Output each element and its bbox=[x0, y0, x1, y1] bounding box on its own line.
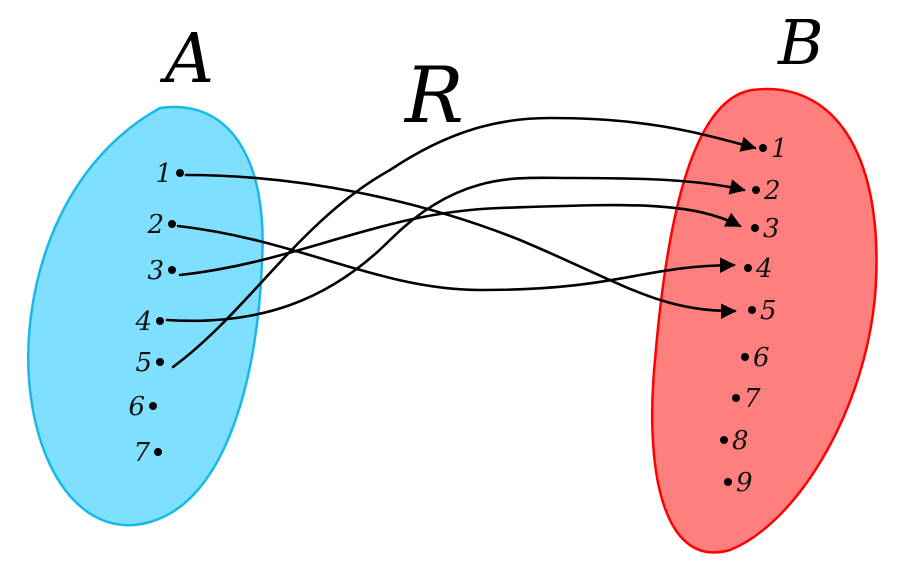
set-b-element-label: 4 bbox=[755, 254, 773, 284]
set-a-element-label: 1 bbox=[155, 159, 172, 189]
set-b-element-label: 8 bbox=[732, 426, 749, 456]
relation-title: R bbox=[403, 51, 464, 141]
set-b-element-dot bbox=[748, 306, 756, 314]
set-a-element-label: 4 bbox=[134, 307, 152, 337]
set-b-element-label: 9 bbox=[736, 468, 753, 498]
set-a-element-dot bbox=[154, 448, 162, 456]
set-b-element-dot bbox=[751, 224, 759, 232]
set-b-element-label: 5 bbox=[760, 296, 777, 326]
set-a-element-dot bbox=[168, 266, 176, 274]
set-a-element-label: 5 bbox=[135, 348, 152, 378]
set-a-element-dot bbox=[176, 169, 184, 177]
set-b-element-label: 7 bbox=[744, 384, 761, 414]
set-a-element-label: 7 bbox=[133, 438, 150, 468]
set-b-element-label: 3 bbox=[763, 214, 780, 244]
arrow-a5-b1 bbox=[171, 116, 757, 369]
set-b-element-dot bbox=[741, 353, 749, 361]
set-a-element-label: 2 bbox=[146, 210, 164, 240]
set-a-element-label: 6 bbox=[128, 392, 145, 422]
set-a-element-dot bbox=[156, 317, 164, 325]
set-a-title: A bbox=[159, 20, 214, 99]
set-b-element-label: 6 bbox=[753, 343, 770, 373]
set-b-element-dot bbox=[759, 144, 767, 152]
arrow-a4-b2 bbox=[165, 176, 746, 323]
set-b-element-dot bbox=[732, 394, 740, 402]
arrow-a1-b5 bbox=[184, 173, 737, 319]
arrow-a3-b3 bbox=[178, 203, 742, 277]
set-b-title: B bbox=[777, 6, 824, 79]
set-b-element-dot bbox=[752, 186, 760, 194]
set-a-element-dot bbox=[156, 358, 164, 366]
set-b-element-label: 1 bbox=[771, 134, 788, 164]
set-a-blob bbox=[27, 105, 264, 527]
set-a-element-dot bbox=[149, 402, 157, 410]
set-b-blob bbox=[650, 87, 878, 554]
set-b-element-dot bbox=[720, 436, 728, 444]
set-a-element-dot bbox=[168, 220, 176, 228]
set-b-element-label: 2 bbox=[763, 176, 781, 206]
set-b-element-dot bbox=[724, 478, 732, 486]
set-b-element-dot bbox=[744, 264, 752, 272]
arrow-a2-b4 bbox=[176, 224, 736, 292]
set-a-element-label: 3 bbox=[147, 256, 164, 286]
